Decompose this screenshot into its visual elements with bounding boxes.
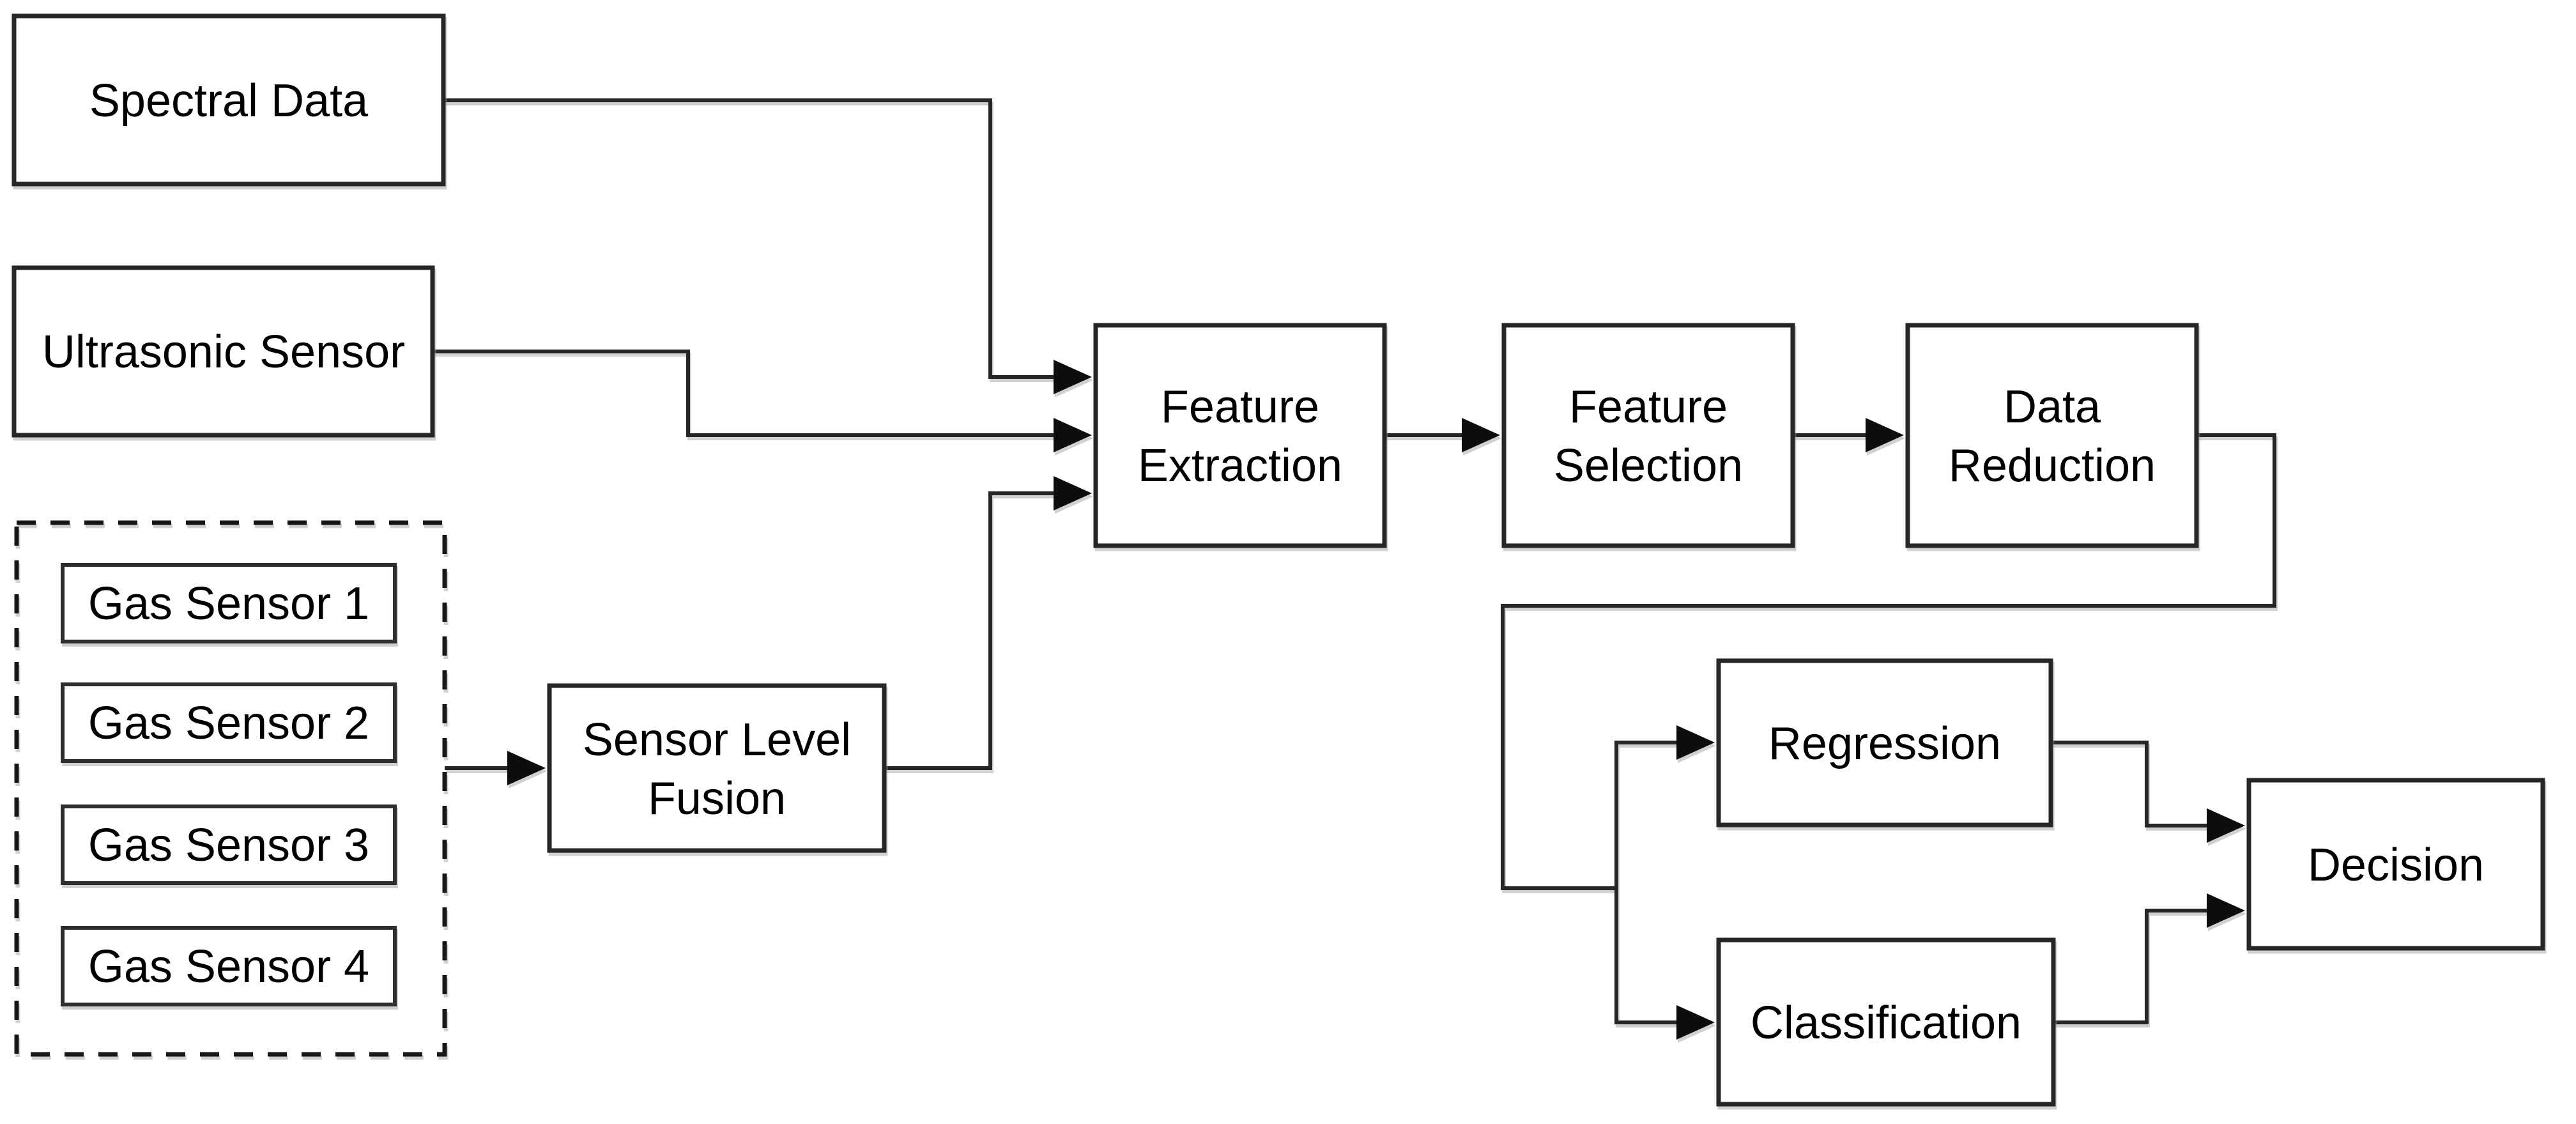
node-regression (1716, 658, 2053, 828)
label-decision: Decision (2308, 840, 2484, 891)
node-gas-sensor-3 (61, 805, 397, 885)
label-gas-sensor-4: Gas Sensor 4 (88, 941, 369, 992)
label-classification: Classification (1751, 997, 2021, 1049)
node-feature-extraction (1093, 323, 1387, 548)
node-gas-sensor-2 (61, 682, 397, 763)
node-gas-sensor-1 (61, 563, 397, 643)
node-sensor-level-fusion (547, 683, 887, 853)
label-gas-sensor-1: Gas Sensor 1 (88, 578, 369, 629)
edge-ultrasonic-to-feature-extraction (433, 350, 1092, 452)
edge-regression-to-decision (2051, 741, 2245, 843)
label-data-reduction-line1: Data (2004, 381, 2101, 433)
node-feature-selection (1501, 323, 1795, 548)
node-classification (1716, 937, 2056, 1107)
label-data-reduction-line2: Reduction (1949, 440, 2156, 491)
node-gas-sensor-4 (61, 926, 397, 1006)
node-ultrasonic-sensor (12, 265, 435, 438)
edge-branch-to-regression (1614, 725, 1715, 888)
label-sensor-level-fusion-line2: Fusion (648, 773, 786, 824)
label-feature-selection-line1: Feature (1569, 381, 1728, 433)
label-sensor-level-fusion-line1: Sensor Level (583, 714, 851, 766)
gas-sensor-group-box (14, 520, 447, 1057)
label-spectral-data: Spectral Data (89, 75, 369, 127)
label-feature-selection-line2: Selection (1554, 440, 1743, 491)
edge-sensor-level-fusion-to-feature-extraction (884, 476, 1092, 770)
label-gas-sensor-2: Gas Sensor 2 (88, 698, 369, 749)
label-regression: Regression (1768, 718, 2001, 769)
node-decision (2246, 778, 2545, 951)
node-spectral-data (12, 13, 446, 187)
edge-classification-to-decision (2053, 893, 2245, 1024)
edge-spectral-to-feature-extraction (443, 98, 1092, 394)
label-ultrasonic-sensor: Ultrasonic Sensor (42, 327, 405, 378)
label-gas-sensor-3: Gas Sensor 3 (88, 820, 369, 871)
label-feature-extraction-line2: Extraction (1138, 440, 1342, 491)
node-data-reduction (1905, 323, 2199, 548)
edge-branch-to-classification (1614, 888, 1715, 1040)
label-feature-extraction-line1: Feature (1161, 381, 1319, 433)
edge-data-reduction-feedback (1501, 433, 2276, 890)
